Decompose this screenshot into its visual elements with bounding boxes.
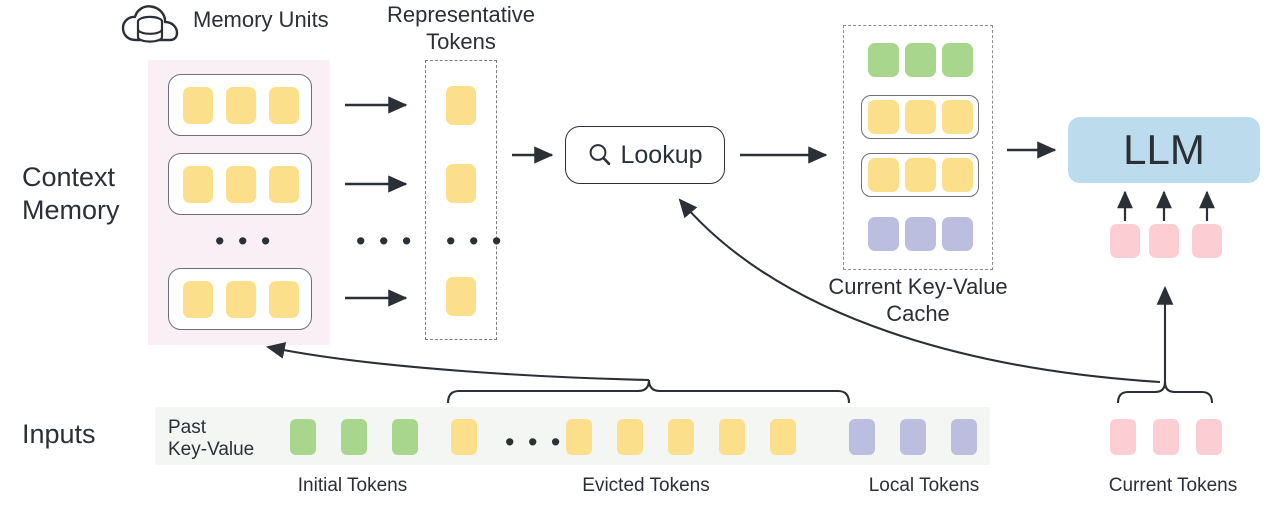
kv-token-yellow — [942, 100, 973, 134]
magnifier-icon — [590, 144, 611, 166]
memory-units-heading: Memory Units — [193, 7, 329, 32]
kv-row-initial — [864, 40, 976, 80]
kv-token-purple — [868, 217, 899, 251]
memory-unit-2[interactable] — [168, 153, 312, 215]
representative-token-1 — [446, 86, 476, 125]
lookup-node[interactable]: Lookup — [565, 126, 725, 184]
input-token-evicted-3 — [617, 419, 643, 455]
llm-label: LLM — [1123, 126, 1205, 173]
brace-evicted-tokens — [446, 379, 851, 404]
caption-current-tokens: Current Tokens — [1108, 475, 1238, 496]
kv-token-purple — [942, 217, 973, 251]
memory-token — [183, 87, 213, 124]
memory-token — [226, 87, 256, 124]
input-token-evicted-2 — [566, 419, 592, 455]
llm-input-token-1 — [1110, 224, 1140, 258]
representative-tokens-ellipsis: • • • — [446, 226, 505, 256]
representative-token-2 — [446, 164, 476, 203]
kv-token-green — [942, 43, 973, 77]
input-token-evicted-5 — [719, 419, 745, 455]
input-token-evicted-1 — [451, 419, 477, 455]
caption-evicted-tokens: Evicted Tokens — [582, 475, 710, 496]
kv-row-retrieved-1 — [861, 95, 979, 139]
memory-units-ellipsis: • • • — [215, 226, 274, 256]
input-token-evicted-6 — [770, 419, 796, 455]
input-token-evicted-4 — [668, 419, 694, 455]
kv-token-purple — [905, 217, 936, 251]
past-key-value-label: Past Key-Value — [168, 417, 255, 461]
llm-input-token-3 — [1192, 224, 1222, 258]
kv-token-yellow — [868, 100, 899, 134]
kv-token-yellow — [868, 158, 899, 192]
kv-token-yellow — [905, 158, 936, 192]
input-token-local-2 — [900, 419, 926, 455]
representative-tokens-box — [425, 60, 497, 340]
brace-current-tokens — [1116, 381, 1214, 404]
memory-token — [183, 281, 213, 318]
arrow-evicted-to-memory — [265, 342, 650, 382]
kv-cache-heading: Current Key-Value Cache — [828, 274, 1008, 326]
memory-token — [226, 281, 256, 318]
memory-token — [226, 166, 256, 203]
llm-input-token-2 — [1149, 224, 1179, 258]
row-label-context-memory: Context Memory — [22, 162, 120, 225]
representative-tokens-heading: Representative Tokens — [387, 2, 535, 54]
caption-initial-tokens: Initial Tokens — [297, 475, 408, 496]
memory-unit-n[interactable] — [168, 268, 312, 330]
input-token-local-1 — [849, 419, 875, 455]
memory-token — [269, 281, 299, 318]
cloud-database-icon — [121, 5, 179, 43]
memory-token — [269, 87, 299, 124]
input-token-local-3 — [951, 419, 977, 455]
lookup-label: Lookup — [620, 140, 703, 169]
row-label-inputs: Inputs — [22, 419, 96, 449]
input-token-current-1 — [1110, 419, 1136, 455]
input-evicted-ellipsis: • • • — [505, 427, 564, 457]
memory-unit-1[interactable] — [168, 74, 312, 136]
kv-token-green — [905, 43, 936, 77]
memory-token — [183, 166, 213, 203]
input-token-initial-3 — [392, 419, 418, 455]
caption-local-tokens: Local Tokens — [868, 475, 980, 496]
kv-row-retrieved-2 — [861, 153, 979, 197]
input-token-initial-1 — [290, 419, 316, 455]
memory-token — [269, 166, 299, 203]
representative-token-n — [446, 277, 476, 316]
kv-row-local — [864, 214, 976, 254]
kv-token-yellow — [942, 158, 973, 192]
input-token-current-2 — [1153, 419, 1179, 455]
kv-token-yellow — [905, 100, 936, 134]
input-token-current-3 — [1196, 419, 1222, 455]
kv-token-green — [868, 43, 899, 77]
llm-node[interactable]: LLM — [1068, 117, 1260, 183]
input-token-initial-2 — [341, 419, 367, 455]
memory-arrows-ellipsis: • • • — [356, 226, 415, 256]
